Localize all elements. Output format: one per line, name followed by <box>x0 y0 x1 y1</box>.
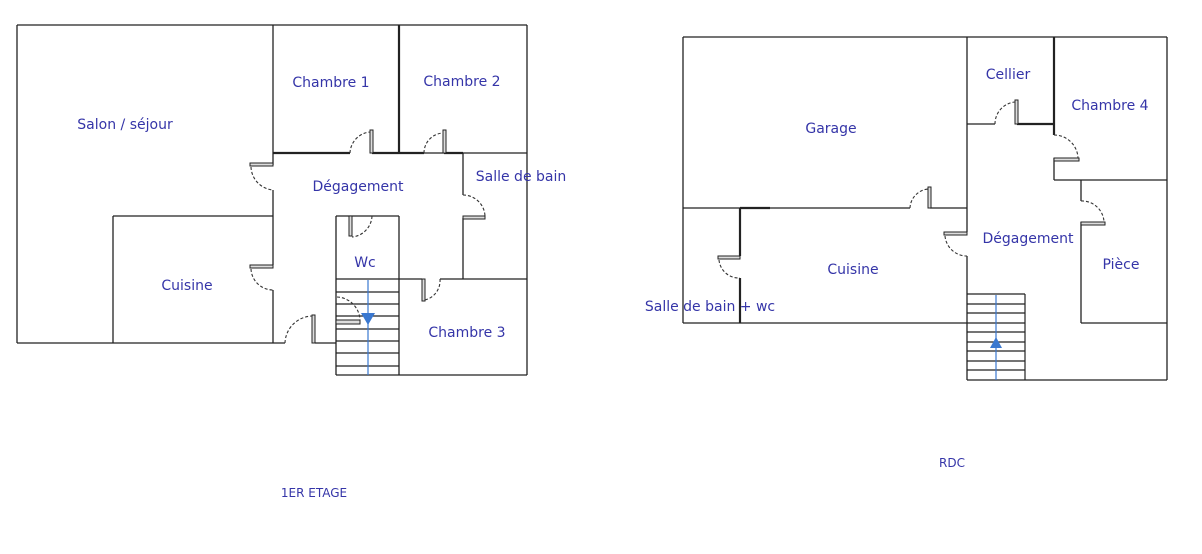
room-label-salle-de-bain-wc: Salle de bain + wc <box>645 299 775 315</box>
room-label-chambre-1: Chambre 1 <box>292 75 369 91</box>
stairs <box>335 278 399 375</box>
room-label-cellier: Cellier <box>986 67 1031 83</box>
room-labels: Garage Cellier Chambre 4 Dégagement Cuis… <box>645 67 1149 315</box>
doors <box>717 99 1106 279</box>
stair-up-arrow-icon <box>990 337 1002 348</box>
room-label-cuisine: Cuisine <box>827 262 878 278</box>
doors <box>249 129 486 344</box>
room-label-wc: Wc <box>354 255 376 271</box>
stair-down-arrow-icon <box>361 313 375 325</box>
room-label-chambre-4: Chambre 4 <box>1071 98 1148 114</box>
room-label-salle-de-bain: Salle de bain <box>476 169 567 185</box>
plan-rdc: Garage Cellier Chambre 4 Dégagement Cuis… <box>645 36 1168 470</box>
room-label-garage: Garage <box>805 121 856 137</box>
room-label-chambre-2: Chambre 2 <box>423 74 500 90</box>
room-labels: Salon / séjour Chambre 1 Chambre 2 Dégag… <box>77 74 566 341</box>
room-label-chambre-3: Chambre 3 <box>428 325 505 341</box>
walls <box>682 36 1168 381</box>
room-label-piece: Pièce <box>1103 257 1140 273</box>
room-label-degagement: Dégagement <box>313 179 404 195</box>
plan-1er-etage: Salon / séjour Chambre 1 Chambre 2 Dégag… <box>16 24 566 500</box>
room-label-salon-sejour: Salon / séjour <box>77 117 173 133</box>
walls <box>16 24 528 376</box>
room-label-degagement: Dégagement <box>983 231 1074 247</box>
plan-caption-rdc: RDC <box>939 456 965 470</box>
room-label-cuisine: Cuisine <box>161 278 212 294</box>
stairs <box>967 293 1026 380</box>
door-leaf <box>335 319 361 325</box>
plan-caption-1er-etage: 1ER ETAGE <box>281 486 347 500</box>
